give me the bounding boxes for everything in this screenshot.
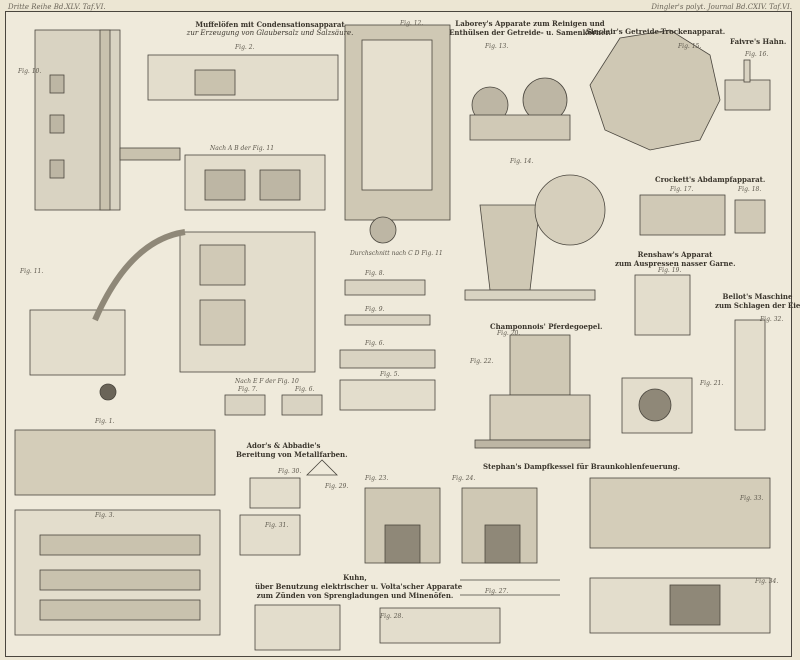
fig-label: Fig. 3. xyxy=(95,512,115,519)
fig-label: Fig. 1. xyxy=(95,418,115,425)
title-line: zum Zünden von Sprengladungen und Minenö… xyxy=(256,591,454,600)
fig-label: Fig. 32. xyxy=(760,316,784,323)
title-renshaw: Renshaw's Apparat zum Auspressen nasser … xyxy=(615,250,736,268)
title-line: Laborey's Apparate zum Reinigen und xyxy=(455,19,605,28)
title-crockett: Crockett's Abdampfapparat. xyxy=(655,175,766,184)
fig-label: Fig. 22. xyxy=(470,358,494,365)
fig-label: Fig. 31. xyxy=(265,522,289,529)
fig-label: Fig. 33. xyxy=(740,495,764,502)
fig-label: Fig. 6. xyxy=(365,340,385,347)
fig-label: Fig. 5. xyxy=(380,371,400,378)
title-line: zum Schlagen der Eier. xyxy=(715,301,800,310)
fig-label: Fig. 12. xyxy=(400,20,424,27)
title-sinclair: Sinclair's Getreide-Trockenapparat. xyxy=(586,27,726,36)
fig2-furnace xyxy=(147,54,339,101)
title-line: Renshaw's Apparat xyxy=(637,250,713,259)
fig-label: Fig. 18. xyxy=(738,186,762,193)
caption-nach-ef: Nach E F der Fig. 10 xyxy=(235,378,299,385)
fig-label: Fig. 27. xyxy=(485,588,509,595)
fig-label: Fig. 21. xyxy=(700,380,724,387)
title-line: Bereitung von Metallfarben. xyxy=(236,450,348,459)
title-laborey: Laborey's Apparate zum Reinigen und Enth… xyxy=(440,19,620,37)
title-line: zum Auspressen nasser Garne. xyxy=(615,259,736,268)
fig-label: Fig. 20. xyxy=(497,330,521,337)
title-bellot: Bellot's Maschine zum Schlagen der Eier. xyxy=(715,292,800,310)
fig-label: Fig. 19. xyxy=(658,267,682,274)
fig-label: Fig. 15. xyxy=(678,43,702,50)
fig-label: Fig. 7. xyxy=(238,386,258,393)
fig-label: Fig. 30. xyxy=(278,468,302,475)
fig-label: Fig. 14. xyxy=(510,158,534,165)
caption-nach-ab: Nach A B der Fig. 11 xyxy=(210,145,275,152)
title-kuhn: Kuhn, über Benutzung elektrischer u. Vol… xyxy=(255,573,463,600)
title-line: Enthülsen der Getreide- u. Samenkörner. xyxy=(449,28,611,37)
title-faivre: Faivre's Hahn. xyxy=(730,37,787,46)
fig-label: Fig. 23. xyxy=(365,475,389,482)
fig-label: Fig. 24. xyxy=(452,475,476,482)
fig-label: Fig. 10. xyxy=(18,68,42,75)
title-line: Bellot's Maschine xyxy=(722,292,793,301)
fig-label: Fig. 11. xyxy=(20,268,44,275)
fig-label: Fig. 29. xyxy=(325,483,349,490)
title-line: Muffelöfen mit Condensationsapparat xyxy=(195,20,345,29)
title-ador: Ador's & Abbadie's Bereitung von Metallf… xyxy=(236,441,348,459)
title-champonnois: Champonnois' Pferdegoepel. xyxy=(490,322,603,331)
title-line: über Benutzung elektrischer u. Volta'sch… xyxy=(255,582,463,591)
fig-label: Fig. 16. xyxy=(745,51,769,58)
plate-header-right: Dingler's polyt. Journal Bd.CXIV. Taf.VI… xyxy=(651,3,792,11)
title-stephan: Stephan's Dampfkessel für Braunkohlenfeu… xyxy=(483,462,681,471)
fig-label: Fig. 28. xyxy=(380,613,404,620)
caption-durchschnitt: Durchschnitt nach C D Fig. 11 xyxy=(350,250,443,257)
fig-label: Fig. 13. xyxy=(485,43,509,50)
title-line: zur Erzeugung von Glaubersalz und Salzsä… xyxy=(186,29,354,37)
fig-label: Fig. 8. xyxy=(365,270,385,277)
fig1-furnace-elevation xyxy=(14,429,216,496)
fig15-octagon-dryer xyxy=(589,29,721,151)
title-line: Ador's & Abbadie's xyxy=(246,441,321,450)
fig-label: Fig. 2. xyxy=(235,44,255,51)
fig-label: Fig. 9. xyxy=(365,306,385,313)
title-line: Kuhn, xyxy=(343,573,367,582)
plate-header-left: Dritte Reihe Bd.XLV. Taf.VI. xyxy=(8,3,106,11)
fig-label: Fig. 6. xyxy=(295,386,315,393)
fig-label: Fig. 17. xyxy=(670,186,694,193)
fig-label: Fig. 34. xyxy=(755,578,779,585)
title-muffel: Muffelöfen mit Condensationsapparat zur … xyxy=(180,20,360,38)
